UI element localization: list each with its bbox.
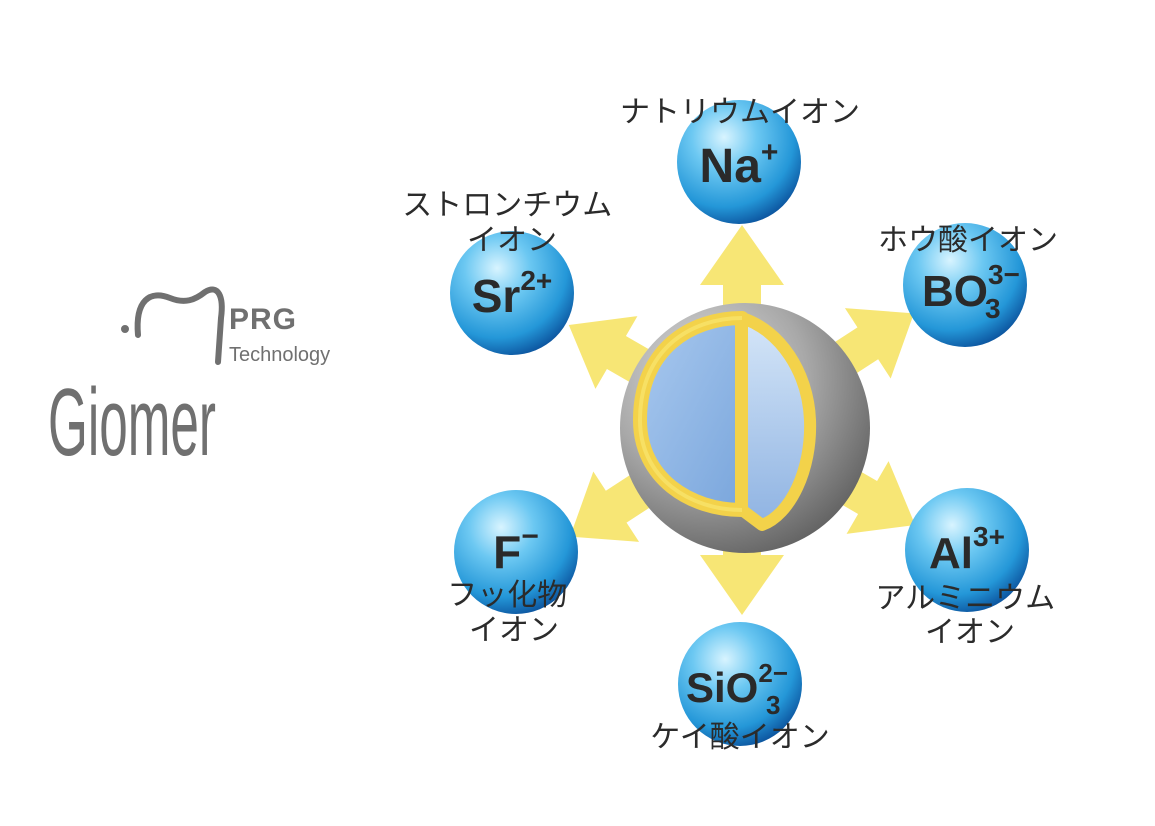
ion-f-label: フッ化物 イオン bbox=[447, 578, 577, 648]
ion-na-sphere bbox=[677, 100, 801, 224]
ion-al: Al3+ アルミニウム イオン bbox=[875, 488, 1064, 650]
ion-na-label: ナトリウムイオン bbox=[620, 95, 860, 130]
ion-na-formula: Na+ bbox=[700, 136, 779, 193]
ion-al-label: アルミニウム イオン bbox=[875, 581, 1064, 650]
ion-sr-formula: Sr2+ bbox=[472, 265, 553, 322]
ion-bo-label: ホウ酸イオン bbox=[878, 223, 1058, 258]
ion-sr: Sr2+ ストロンチウム イオン bbox=[402, 188, 622, 355]
ion-sio-subscript: 3 bbox=[766, 690, 780, 720]
ion-sio-label: ケイ酸イオン bbox=[650, 720, 829, 755]
ion-bo-sphere bbox=[903, 223, 1027, 347]
ion-bo-subscript: 3 bbox=[985, 293, 1001, 324]
ion-sio-sphere bbox=[678, 622, 802, 746]
ion-bo-formula: BO3− bbox=[922, 259, 1020, 316]
logo-name: Giomer bbox=[48, 369, 216, 476]
filler-particle bbox=[620, 303, 870, 553]
ion-f: F− フッ化物 イオン bbox=[447, 490, 578, 648]
logo-tooth-outline-icon bbox=[134, 286, 225, 365]
particle-cut-face-right bbox=[736, 312, 817, 531]
ion-na: Na+ ナトリウムイオン bbox=[620, 95, 860, 224]
ion-sio-formula: SiO2− bbox=[686, 658, 788, 711]
ion-f-formula: F− bbox=[493, 520, 539, 578]
ion-f-sphere bbox=[454, 490, 578, 614]
ion-al-formula: Al3+ bbox=[929, 521, 1005, 578]
logo-sub-text: Technology bbox=[229, 344, 330, 366]
logo-dot-icon bbox=[121, 325, 129, 333]
ion-sr-label: ストロンチウム イオン bbox=[402, 188, 622, 258]
particle-shell-edge bbox=[637, 316, 743, 512]
ion-al-sphere bbox=[905, 488, 1029, 612]
giomer-logo: PRG Technology Giomer bbox=[48, 286, 330, 476]
logo-sub-mark: PRG bbox=[229, 303, 297, 336]
ion-sio: SiO2− 3 ケイ酸イオン bbox=[650, 622, 830, 755]
ion-bo: BO3− 3 ホウ酸イオン bbox=[878, 223, 1058, 347]
ion-sr-sphere bbox=[450, 231, 574, 355]
